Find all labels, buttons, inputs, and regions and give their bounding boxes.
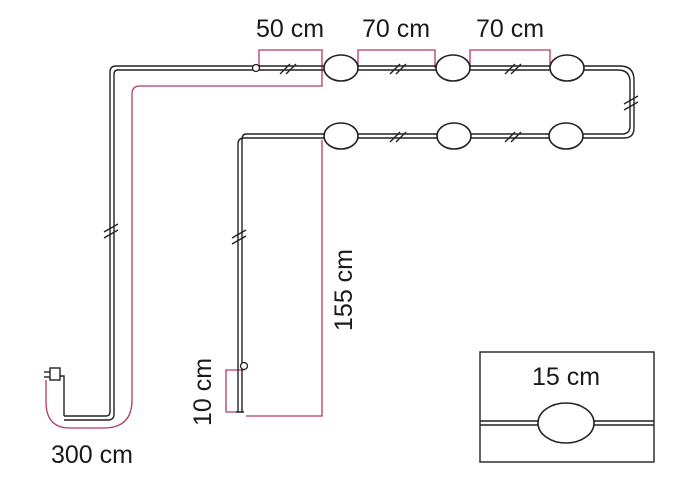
connector-icon bbox=[239, 361, 249, 371]
dimension-lines bbox=[45, 49, 597, 429]
label-50cm: 50 cm bbox=[256, 15, 324, 43]
inset-lamp-icon bbox=[537, 402, 595, 444]
lamp-icon bbox=[549, 54, 585, 82]
plug-icon bbox=[49, 367, 61, 381]
cable bbox=[44, 63, 635, 421]
lamp-icon bbox=[323, 122, 359, 150]
label-155cm: 155 cm bbox=[330, 249, 358, 331]
label-300cm: 300 cm bbox=[51, 441, 133, 469]
lamp-icon bbox=[436, 122, 472, 150]
break-marks bbox=[103, 63, 639, 245]
label-10cm: 10 cm bbox=[189, 358, 217, 426]
lamp-icon bbox=[323, 54, 359, 82]
lamp-icon bbox=[548, 122, 584, 150]
lamps bbox=[323, 54, 585, 150]
label-15cm: 15 cm bbox=[532, 363, 600, 391]
lamp-icon bbox=[435, 54, 471, 82]
connector-icon bbox=[251, 63, 261, 73]
plug-cord bbox=[58, 375, 65, 416]
label-70cm-first: 70 cm bbox=[362, 15, 430, 43]
inset-detail bbox=[479, 351, 655, 463]
label-70cm-second: 70 cm bbox=[476, 15, 544, 43]
